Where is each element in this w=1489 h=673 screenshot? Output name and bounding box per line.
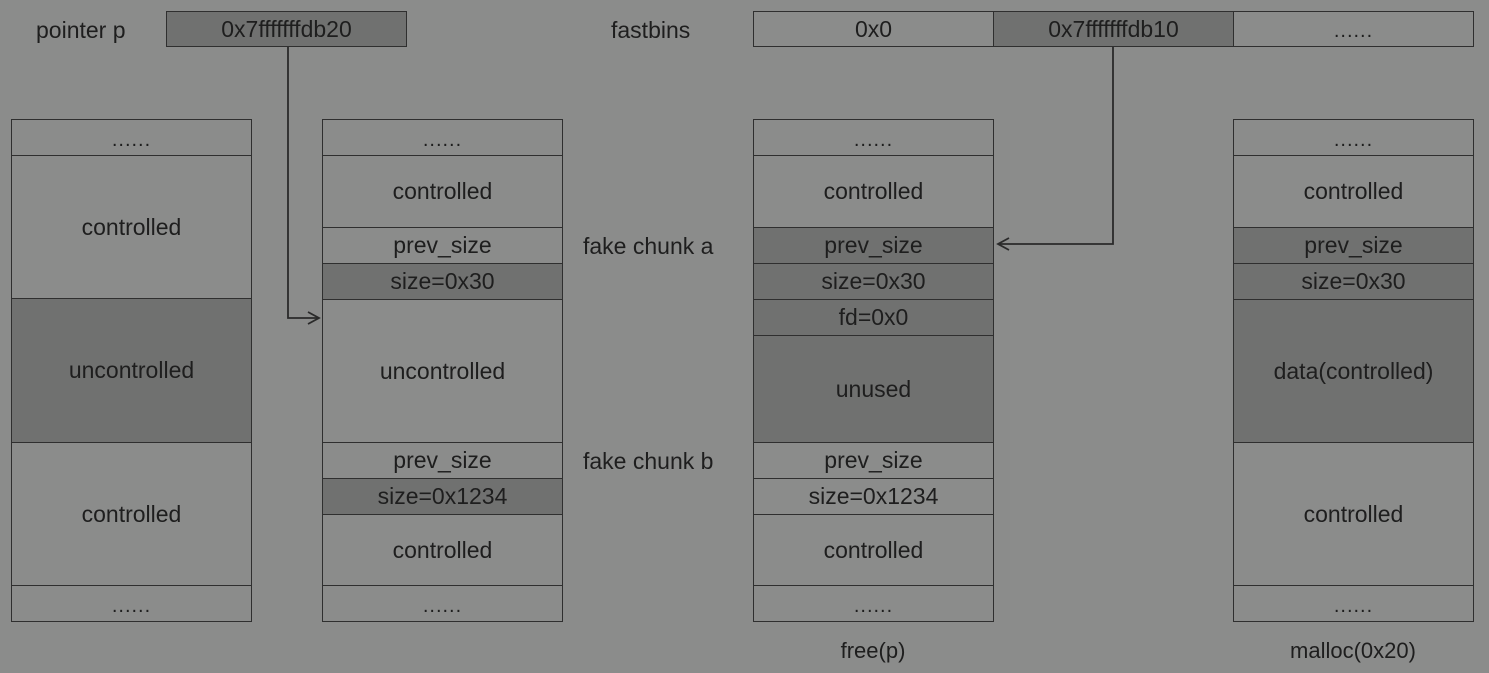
fake-chunk-a-label: fake chunk a [583,233,714,259]
pointer-arrow-head [307,311,321,325]
col4-cell-data-controlled: data(controlled) [1233,299,1474,443]
col4-cell-controlled: controlled [1233,155,1474,228]
pointer-arrow-line [287,47,318,319]
col3-cell-fd: fd=0x0 [753,299,994,336]
col4-cell-size-0x30: size=0x30 [1233,263,1474,300]
col3-caption: free(p) [840,638,906,663]
fake-chunk-b-label: fake chunk b [583,448,714,474]
col3-cell-ellipsis-bottom: ...... [753,585,994,622]
fastbin-slot-2: ...... [1233,11,1474,47]
fastbin-arrow-head [996,237,1010,251]
pointer-value-box: 0x7fffffffdb20 [166,11,407,47]
col1-cell-ellipsis-bottom: ...... [11,585,252,622]
col2-cell-uncontrolled: uncontrolled [322,299,563,443]
fastbin-slot-1: 0x7fffffffdb10 [993,11,1234,47]
col4-cell-ellipsis-bottom: ...... [1233,585,1474,622]
fastbins-label: fastbins [611,17,691,43]
col3-cell-size-0x30: size=0x30 [753,263,994,300]
col2-cell-size-0x30: size=0x30 [322,263,563,300]
col3-cell-prev-size-b: prev_size [753,442,994,479]
col1-cell-uncontrolled: uncontrolled [11,298,252,443]
col1-cell-controlled: controlled [11,155,252,299]
col4-caption: malloc(0x20) [1290,638,1416,663]
fastbin-arrow-line [998,47,1114,245]
col2-cell-prev-size-b: prev_size [322,442,563,479]
col4-cell-prev-size: prev_size [1233,227,1474,264]
col2-cell-size-0x1234: size=0x1234 [322,478,563,515]
pointer-label: pointer p [36,17,126,43]
col2-cell-ellipsis-bottom: ...... [322,585,563,622]
